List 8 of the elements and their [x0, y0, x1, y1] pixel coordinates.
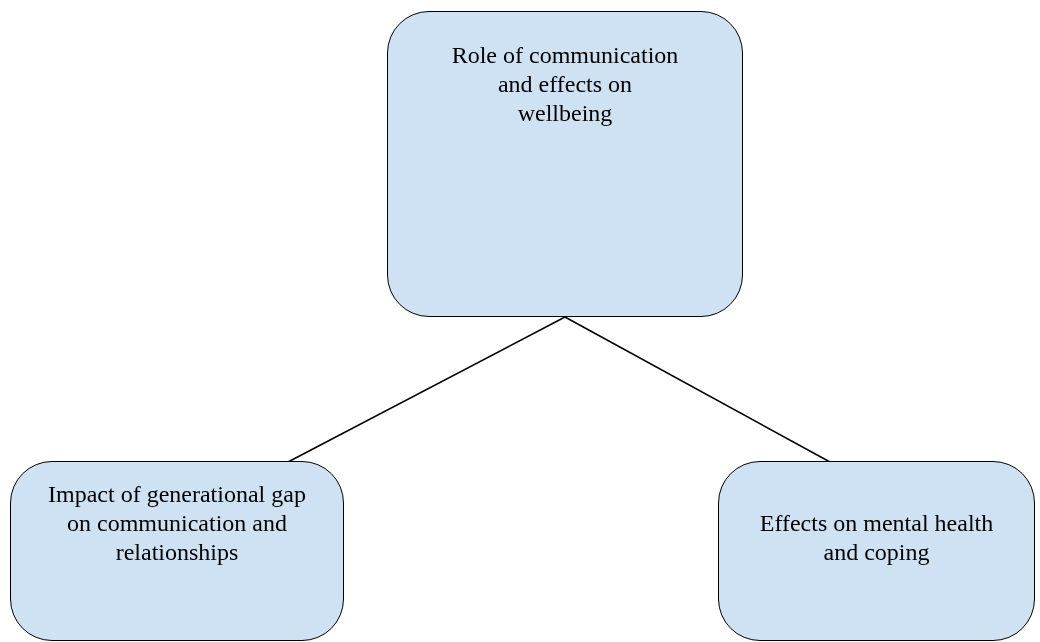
connector-line	[287, 316, 566, 463]
box-label: Impact of generational gap on communication and relationships	[47, 480, 307, 567]
box-label: Effects on mental health and coping	[758, 509, 995, 567]
connector-line	[564, 316, 831, 463]
rounded-box	[10, 461, 344, 641]
rounded-box	[718, 461, 1035, 641]
box-label: Role of communication and effects on wellbeing	[450, 41, 680, 128]
rounded-box	[387, 11, 743, 317]
